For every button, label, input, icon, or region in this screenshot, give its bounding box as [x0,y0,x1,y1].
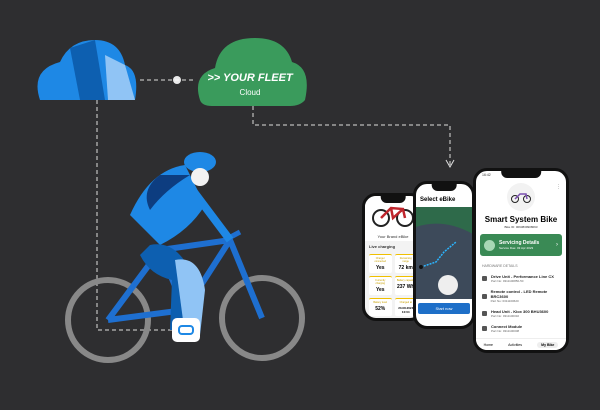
fleet-cloud-icon [197,38,307,106]
fleet-cloud-label: >> YOUR FLEET Cloud [205,72,295,97]
servicing-title: Servicing Details [499,240,540,246]
service-icon [484,239,495,251]
cyclist-illustration [65,152,305,363]
more-menu-icon[interactable]: ⋮ [556,184,561,190]
section-title: Live charging [369,244,396,249]
screen-title: Select eBike [420,197,456,203]
nav-activities[interactable]: Activities [508,342,522,347]
remote-icon [482,293,487,299]
start-now-button[interactable]: Start now [418,303,470,314]
ebike-icon [372,206,414,227]
bottom-nav: Home Activities My Bike [476,338,566,350]
phone-select-ebike: Select eBike Start now [413,181,475,329]
ebike-icon [511,193,531,203]
bike-title: Smart System Bike [484,215,558,224]
map[interactable] [416,207,472,299]
nav-my-bike[interactable]: My Bike [537,341,559,348]
fleet-brand: >> YOUR FLEET [207,72,293,84]
blue-cloud-icon [37,40,137,100]
hardware-section-title: HARDWARE DETAILS [482,264,518,268]
status-time: 16:42 [482,173,491,177]
brand-label: Your Brand eBike [365,234,421,241]
cloud-label: Cloud [239,88,261,97]
drive-unit-icon [482,276,487,281]
phone-smart-system-bike: 16:42 ⋮ Smart System Bike Bike ID: 00938… [473,168,569,353]
servicing-due: Service Due: 03 Apr 2023 [499,246,534,250]
nav-home[interactable]: Home [483,342,493,347]
bike-avatar [507,183,535,211]
chevron-right-icon: › [556,242,558,248]
bike-id: Bike ID: 0093839908093 [504,225,538,229]
head-unit-icon [482,311,487,316]
connect-module-icon [482,326,487,331]
